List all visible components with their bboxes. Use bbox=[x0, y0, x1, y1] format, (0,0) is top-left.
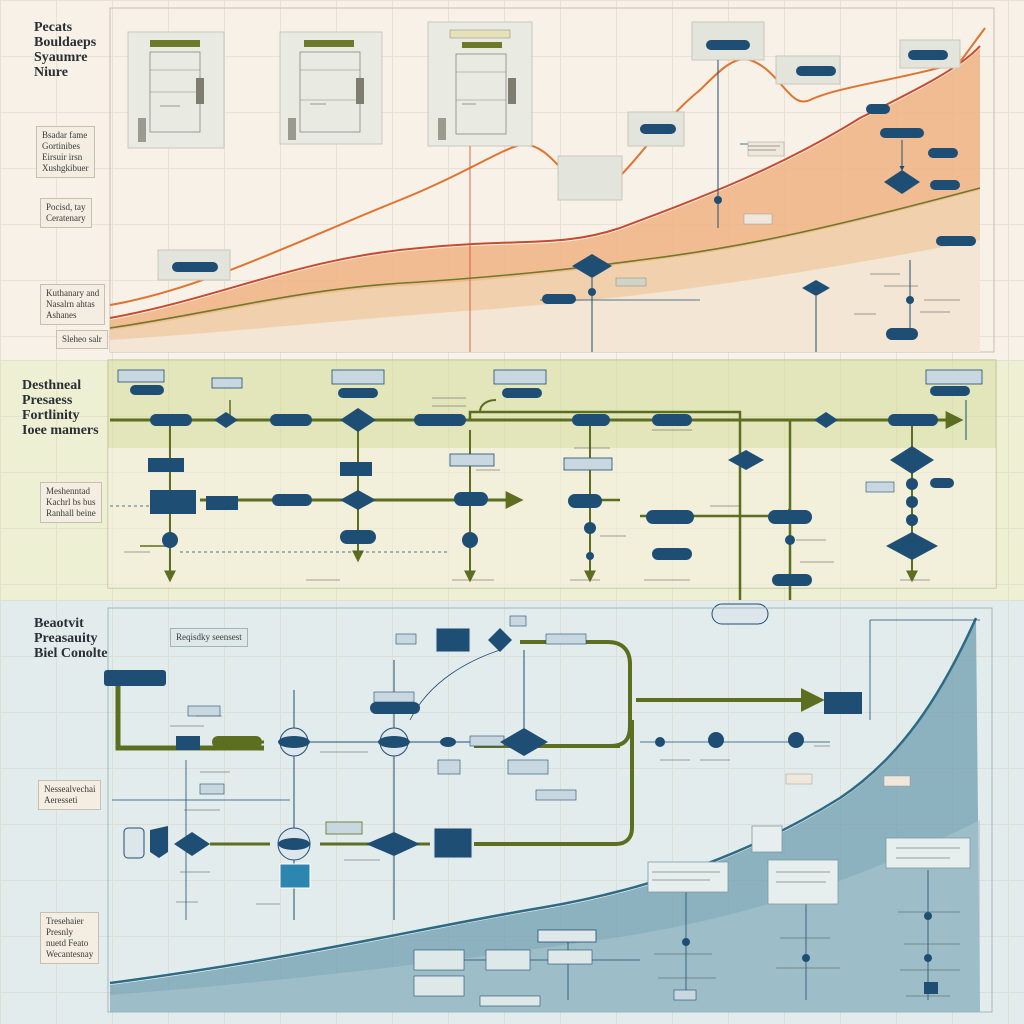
middle-frame bbox=[107, 359, 997, 589]
bottom-title-line: Biel Conolte bbox=[34, 646, 108, 661]
top-side-note: Sleheo salr bbox=[56, 330, 108, 349]
note-line: Wecantesnay bbox=[46, 949, 94, 959]
label-scribbles bbox=[124, 103, 960, 997]
top-panel-1 bbox=[127, 31, 225, 149]
bottom-title-line: Preasauity bbox=[34, 631, 98, 646]
note-line: Bsadar fame bbox=[42, 130, 88, 140]
top-panel-2 bbox=[279, 31, 383, 145]
top-side-note: Pocisd, tay Ceratenary bbox=[40, 198, 92, 228]
note-line: nuetd Feato bbox=[46, 938, 89, 948]
mid-title-line: Fortlinity bbox=[22, 408, 80, 423]
note-line: Gortinibes bbox=[42, 141, 80, 151]
note-line: Xushgkibuer bbox=[42, 163, 89, 173]
bottom-side-note: Nessealvechai Aeresseti bbox=[38, 780, 102, 810]
note-line: Ceratenary bbox=[46, 213, 86, 223]
note-line: Kuthanary and bbox=[46, 288, 100, 298]
note-line: Eirsuir irsn bbox=[42, 152, 83, 162]
note-line: Nessealvechai bbox=[44, 784, 96, 794]
note-line: Nasalrn ahtas bbox=[46, 299, 95, 309]
top-side-note: Kuthanary and Nasalrn ahtas Ashanes bbox=[40, 284, 106, 325]
top-section-title: Pecats Bouldaeps Syaumre Niure bbox=[34, 20, 96, 80]
top-title-line: Pecats bbox=[34, 20, 73, 35]
top-side-note: Bsadar fame Gortinibes Eirsuir irsn Xush… bbox=[36, 126, 95, 178]
mid-title-line: Presaess bbox=[22, 393, 73, 408]
mid-title-line: Ioee mamers bbox=[22, 423, 99, 438]
note-line: Aeresseti bbox=[44, 795, 78, 805]
top-title-line: Bouldaeps bbox=[34, 35, 97, 50]
note-line: Presnly bbox=[46, 927, 73, 937]
note-line: Tresehaier bbox=[46, 916, 84, 926]
bottom-side-note: Tresehaier Presnly nuetd Feato Wecantesn… bbox=[40, 912, 100, 964]
note-line: Pocisd, tay bbox=[46, 202, 86, 212]
bottom-area-chart bbox=[109, 617, 980, 1012]
mid-title-line: Desthneal bbox=[22, 378, 82, 393]
teal-area-light bbox=[110, 820, 980, 1012]
middle-nodes bbox=[117, 369, 983, 625]
top-title-line: Syaumre bbox=[34, 50, 88, 65]
note-line: Ashanes bbox=[46, 310, 77, 320]
note-line: Sleheo salr bbox=[62, 334, 102, 344]
mid-side-note: Meshenntad Kachrl bs bus Ranhall beine bbox=[40, 482, 102, 523]
bottom-panel-label: Reqisdky seensest bbox=[170, 628, 248, 647]
middle-section-title: Desthneal Presaess Fortlinity Ioee mamer… bbox=[22, 378, 99, 438]
bottom-nodes bbox=[104, 615, 971, 1007]
top-title-line: Niure bbox=[34, 65, 68, 80]
area-fill-light bbox=[110, 240, 980, 352]
olive-trend-line bbox=[109, 187, 981, 329]
bottom-title-line: Beaotvit bbox=[34, 616, 84, 631]
note-line: Kachrl bs bus bbox=[46, 497, 96, 507]
bottom-section-title: Beaotvit Preasauity Biel Conolte bbox=[34, 616, 108, 661]
note-line: Meshenntad bbox=[46, 486, 90, 496]
top-panel-3 bbox=[427, 21, 533, 147]
note-line: Ranhall beine bbox=[46, 508, 96, 518]
